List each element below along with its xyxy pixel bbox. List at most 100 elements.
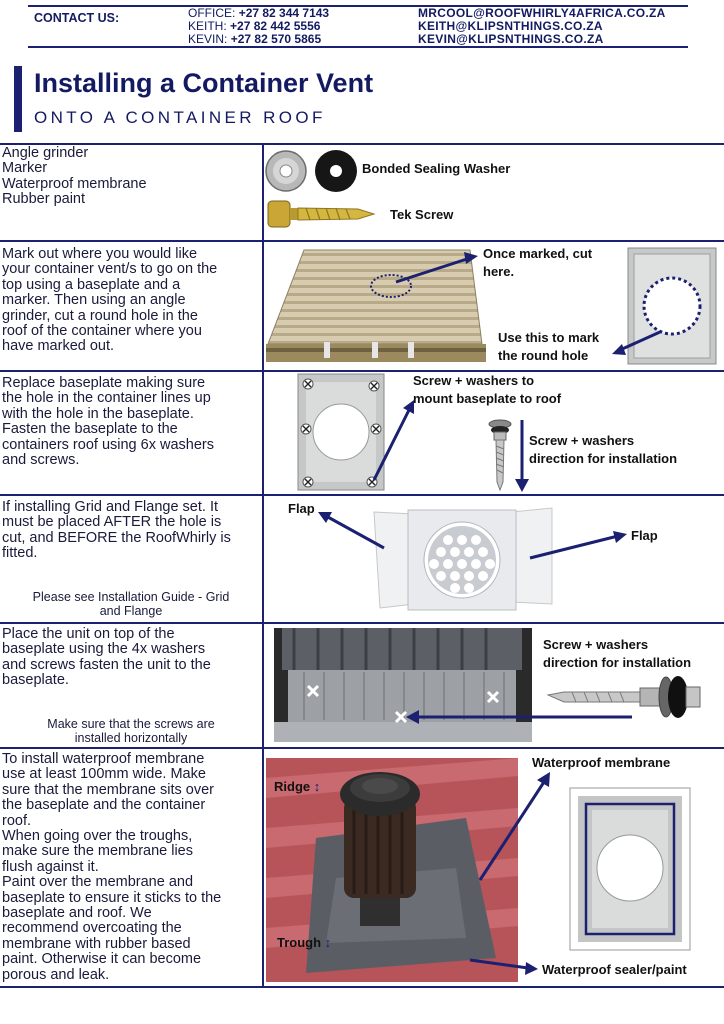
label-mark-hole: Use this to mark the round hole	[498, 329, 599, 365]
text-line: the baseplate and the container	[2, 797, 206, 814]
text-line: fitted.	[2, 545, 38, 562]
grid-flange-image	[373, 507, 553, 611]
label-line: Screw + washers	[543, 637, 649, 652]
text-line: use at least 100mm wide. Make	[2, 766, 206, 783]
contact-label: CONTACT US:	[34, 11, 120, 25]
label-line: Once marked, cut	[483, 246, 593, 261]
label-line: here.	[483, 264, 515, 279]
label-install-direction: Screw + washers direction for installati…	[529, 432, 677, 468]
label-flap-right: Flap	[631, 528, 658, 543]
page-title: Installing a Container Vent	[34, 68, 374, 98]
header-bottom-rule	[28, 46, 688, 48]
text-line: baseplate and roof. We	[2, 905, 152, 922]
step-3-text: Replace baseplate making sure the hole i…	[2, 375, 214, 469]
label-cut-here: Once marked, cut here.	[483, 245, 592, 281]
text-line: baseplate.	[2, 672, 69, 689]
label-line: Use this to mark	[498, 330, 600, 345]
text-line: Replace baseplate making sure	[2, 375, 206, 391]
baseplate-screws-image	[297, 373, 385, 491]
label-tek-screw: Tek Screw	[390, 207, 454, 222]
text-line: Fasten the baseplate to the	[2, 421, 178, 438]
note-line: Make sure that the screws are	[47, 717, 215, 731]
step-1-text: Angle grinder Marker Waterproof membrane…	[2, 145, 147, 208]
text-line: top using a baseplate and a	[2, 276, 181, 293]
tool-item: Rubber paint	[2, 191, 86, 208]
text-line: paint. Otherwise it can become	[2, 951, 202, 968]
tool-item: Angle grinder	[2, 145, 89, 161]
tool-item: Waterproof membrane	[2, 175, 147, 192]
note-line: Please see Installation Guide - Grid	[32, 590, 230, 604]
step-6-text: To install waterproof membrane use at le…	[2, 751, 222, 983]
label-horizontal-direction: Screw + washers direction for installati…	[543, 636, 691, 672]
email-mrcool[interactable]: MRCOOL@ROOFWHIRLY4AFRICA.CO.ZA	[418, 6, 666, 20]
text-line: Paint over the membrane and	[2, 874, 194, 891]
label-line: mount baseplate to roof	[413, 391, 562, 406]
vertical-screw-image	[488, 419, 512, 492]
label-line: the round hole	[498, 348, 589, 363]
step-5-note: Make sure that the screws are installed …	[6, 717, 256, 745]
label-waterproof-membrane: Waterproof membrane	[532, 755, 671, 770]
text-line: sure that the membrane sits over	[2, 781, 214, 798]
label-waterproof-sealer: Waterproof sealer/paint	[542, 962, 687, 977]
text-line: must be placed AFTER the hole is	[2, 514, 222, 531]
text-line: your container vent/s to go on the	[2, 261, 218, 278]
page-subtitle: ONTO A CONTAINER ROOF	[34, 108, 326, 127]
label-line: direction for installation	[529, 451, 678, 466]
horizontal-screw-image	[546, 676, 701, 718]
text-line: and screws fasten the unit to the	[2, 656, 211, 673]
text-line: Place the unit on top of the	[2, 626, 175, 642]
text-line: containers roof using 6x washers	[2, 436, 214, 453]
label-bonded-washer: Bonded Sealing Washer	[362, 161, 511, 176]
note-line: installed horizontally	[74, 731, 188, 745]
trough-arrow-icon: ↕	[324, 935, 332, 950]
container-roof-image	[266, 249, 486, 362]
step-5-text: Place the unit on top of the baseplate u…	[2, 626, 211, 689]
row-divider	[0, 622, 724, 624]
membrane-baseplate-image	[569, 787, 691, 951]
text-line: and screws.	[2, 452, 80, 469]
row-divider	[0, 370, 724, 372]
title-accent-bar	[14, 66, 22, 132]
label-ridge: Ridge ↕	[274, 778, 320, 796]
text-line: porous and leak.	[2, 966, 110, 983]
column-divider	[262, 143, 264, 988]
header-top-rule	[28, 5, 688, 7]
tek-screw-image	[267, 200, 376, 228]
text-line: with the hole in the baseplate.	[2, 405, 194, 422]
text-line: baseplate to ensure it sticks to the	[2, 889, 222, 906]
installed-vent-roof-image	[266, 758, 518, 982]
label-mount-baseplate: Screw + washers to mount baseplate to ro…	[413, 372, 561, 408]
row-divider	[0, 240, 724, 242]
text-line: marker. Then using an angle	[2, 292, 186, 309]
phone-keith: KEITH: +27 82 442 5556	[188, 19, 321, 33]
phone-kevin: KEVIN: +27 82 570 5865	[188, 32, 322, 46]
label-flap-left: Flap	[288, 501, 315, 516]
text-line: Mark out where you would like	[2, 246, 198, 262]
label-text: Ridge	[274, 779, 311, 794]
row-divider	[0, 494, 724, 496]
text-line: roof of the container where you	[2, 323, 202, 340]
text-line: When going over the troughs,	[2, 828, 193, 845]
email-kevin[interactable]: KEVIN@KLIPSNTHINGS.CO.ZA	[418, 32, 604, 46]
label-text: Trough	[277, 935, 322, 950]
text-line: If installing Grid and Flange set. It	[2, 499, 218, 515]
baseplate-mark-image	[627, 247, 717, 365]
row-divider	[0, 143, 724, 145]
step-4-text: If installing Grid and Flange set. It mu…	[2, 499, 231, 562]
tool-item: Marker	[2, 160, 48, 177]
row-divider	[0, 986, 724, 988]
label-line: Screw + washers	[529, 433, 635, 448]
text-line: have marked out.	[2, 338, 115, 355]
row-divider	[0, 747, 724, 749]
text-line: baseplate using the 4x washers	[2, 641, 206, 658]
text-line: make sure the membrane lies	[2, 843, 193, 860]
text-line: the hole in the container lines up	[2, 390, 211, 407]
text-line: recommend overcoating the	[2, 920, 182, 937]
email-keith[interactable]: KEITH@KLIPSNTHINGS.CO.ZA	[418, 19, 603, 33]
